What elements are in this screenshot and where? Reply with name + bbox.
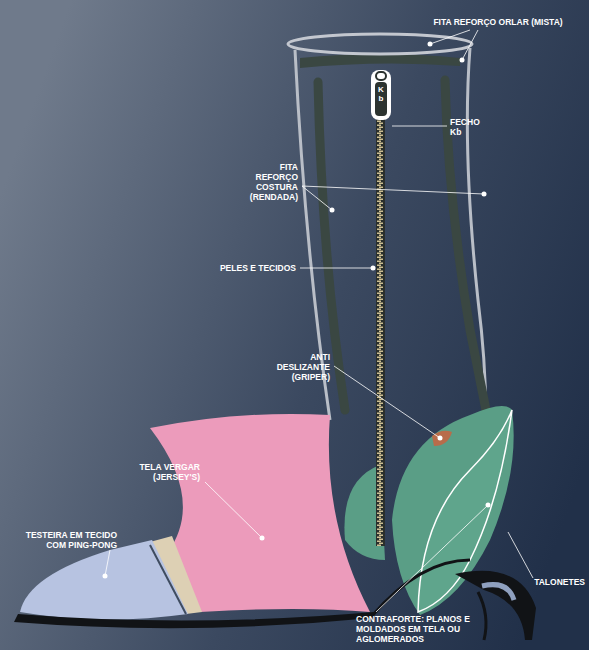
anti-slip-patch [432,431,452,446]
part-label: ANTI DESLIZANTE (GRIPER) [268,352,330,382]
toe-seam [150,545,186,614]
part-label: PELES E TECIDOS [220,263,296,273]
part-label: CONTRAFORTE: PLANOS E MOLDADOS EM TELA O… [356,614,488,644]
leader-lines [105,30,533,612]
part-label: TELA VERGAR (JERSEY'S) [124,462,200,482]
toe-cap [20,540,188,620]
part-label: TALONETES [534,577,585,587]
talonetes-strip [482,585,514,600]
heel-counter [392,406,514,615]
part-label: TESTEIRA EM TECIDO COM PING-PONG [9,530,117,550]
part-label: FITA REFORÇO COSTURA (RENDADA) [240,162,298,202]
zipper-logo: Kb [377,86,385,104]
zipper-pull [371,70,391,120]
leader-dots [103,42,491,579]
part-label: FECHO Kb [450,117,490,137]
part-label: FITA REFORÇO ORLAR (MISTA) [433,17,562,27]
zipper [376,84,385,546]
